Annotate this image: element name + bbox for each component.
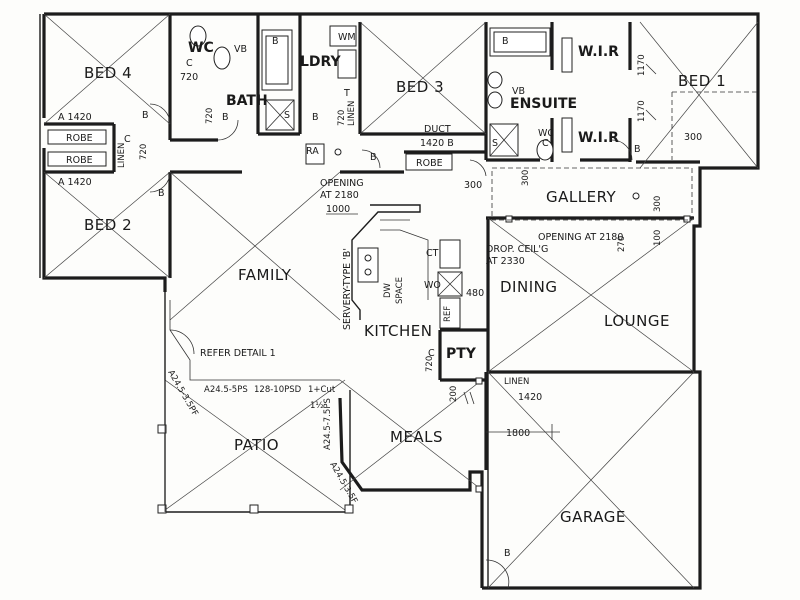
label-linen1: LINEN	[117, 143, 127, 168]
label-dining: DINING	[500, 278, 557, 296]
note-d720-2: 720	[205, 108, 215, 124]
note-half: 1½	[310, 401, 324, 411]
note-d300-1: 300	[684, 132, 702, 143]
note-d720-3: 720	[337, 110, 347, 126]
note-drop-a: DROP. CEIL'G	[486, 244, 548, 255]
note-wo: WO	[424, 280, 441, 291]
note-d720-4: 720	[139, 144, 149, 160]
label-kitchen: KITCHEN	[364, 322, 433, 340]
label-meals: MEALS	[390, 428, 443, 446]
note-duct-dim: 1420 B	[420, 138, 454, 149]
note-wm: WM	[338, 32, 356, 43]
label-garage: GARAGE	[560, 508, 626, 526]
note-dw: DW	[383, 282, 393, 298]
note-d1170-1: 1170	[637, 54, 647, 76]
kitchen-servery	[351, 204, 463, 329]
label-family: FAMILY	[238, 266, 292, 284]
label-robe1: ROBE	[66, 133, 93, 144]
label-wir1: W.I.R	[578, 44, 619, 60]
note-vb2: VB	[512, 86, 525, 97]
note-c3: C	[428, 348, 435, 359]
note-d1420: 1420	[518, 392, 542, 403]
patio-outline	[157, 292, 354, 514]
label-wc2: WC	[538, 128, 554, 139]
note-t: T	[343, 88, 350, 99]
note-d300-2: 300	[464, 180, 482, 191]
note-ref: REF	[443, 306, 453, 322]
label-lounge: LOUNGE	[604, 312, 670, 330]
roof-diagonals	[43, 13, 759, 589]
label-bed4: BED 4	[84, 64, 132, 82]
dimension-ticks	[326, 63, 657, 440]
note-opening1-b: AT 2180	[320, 190, 359, 201]
label-wc1: WC	[188, 40, 214, 56]
note-a245-3: 128-10PSD	[254, 385, 302, 395]
label-patio: PATIO	[234, 436, 279, 454]
plan-notes: VB VB WM T B B S S C C C C RA B B B B B …	[58, 32, 702, 559]
note-ra: RA	[306, 146, 319, 157]
outer-walls	[39, 12, 760, 590]
note-d1800: 1800	[506, 428, 530, 439]
note-refer: REFER DETAIL 1	[200, 348, 276, 359]
note-a245-4: A24.5-7.5PS	[323, 398, 333, 450]
note-c1: C	[186, 58, 193, 69]
room-labels: BED 4 BED 3 BED 1 BED 2 WC WC BATH LDRY …	[66, 40, 726, 526]
note-b-ens: B	[502, 36, 509, 47]
note-d270: 270	[617, 236, 627, 252]
note-vb1: VB	[234, 44, 247, 55]
label-gallery: GALLERY	[546, 188, 617, 206]
note-b2: B	[158, 188, 165, 199]
note-d1170-2: 1170	[637, 100, 647, 122]
note-d1000: 1000	[326, 204, 350, 215]
internal-walls	[44, 14, 700, 588]
note-b-bath: B	[272, 36, 279, 47]
note-c4: C	[542, 138, 549, 149]
note-drop-b: AT 2330	[486, 256, 525, 267]
door-swings	[149, 103, 633, 589]
note-a1420-1: A 1420	[58, 112, 92, 123]
note-b4: B	[312, 112, 319, 123]
note-d300-4: 300	[653, 196, 663, 212]
note-d200: 200	[449, 386, 459, 402]
note-a245-5: A24.5-3.5F	[327, 461, 359, 506]
note-opening1-a: OPENING	[320, 178, 364, 189]
note-a245-2: A24.5-5PS	[204, 385, 248, 395]
note-a245-1: A24.5-3.5PF	[165, 369, 199, 419]
note-opening2: OPENING AT 2180	[538, 232, 623, 243]
note-b7: B	[504, 548, 511, 559]
note-b6: B	[634, 144, 641, 155]
label-ensuite: ENSUITE	[510, 96, 577, 112]
label-robe2: ROBE	[66, 155, 93, 166]
label-ldry: LDRY	[300, 54, 342, 70]
note-ct: CT	[426, 248, 439, 259]
label-bath: BATH	[226, 93, 268, 109]
note-s1: S	[284, 110, 290, 121]
note-cut: 1+Cut	[308, 385, 336, 395]
note-servery: SERVERY-TYPE 'B'	[342, 248, 353, 330]
gallery-dashed	[491, 167, 693, 221]
label-bed3: BED 3	[396, 78, 444, 96]
note-b1: B	[142, 110, 149, 121]
label-pty: PTY	[446, 346, 477, 362]
label-bed2: BED 2	[84, 216, 132, 234]
note-b3: B	[222, 112, 229, 123]
label-linen3: LINEN	[504, 377, 529, 387]
note-b5: B	[370, 152, 377, 163]
note-c2: C	[124, 134, 131, 145]
note-s2: S	[492, 138, 498, 149]
label-bed1: BED 1	[678, 72, 726, 90]
note-d720-1: 720	[180, 72, 198, 83]
label-robe3: ROBE	[416, 158, 443, 169]
fixtures	[47, 25, 691, 493]
note-space: SPACE	[395, 277, 405, 304]
note-d720-5: 720	[425, 356, 435, 372]
note-d480: 480	[466, 288, 484, 299]
note-duct: DUCT	[424, 124, 451, 135]
label-linen2: LINEN	[347, 101, 357, 126]
note-a1420-2: A 1420	[58, 177, 92, 188]
note-d100: 100	[653, 230, 663, 246]
note-d300-3: 300	[521, 170, 531, 186]
label-wir2: W.I.R	[578, 130, 619, 146]
